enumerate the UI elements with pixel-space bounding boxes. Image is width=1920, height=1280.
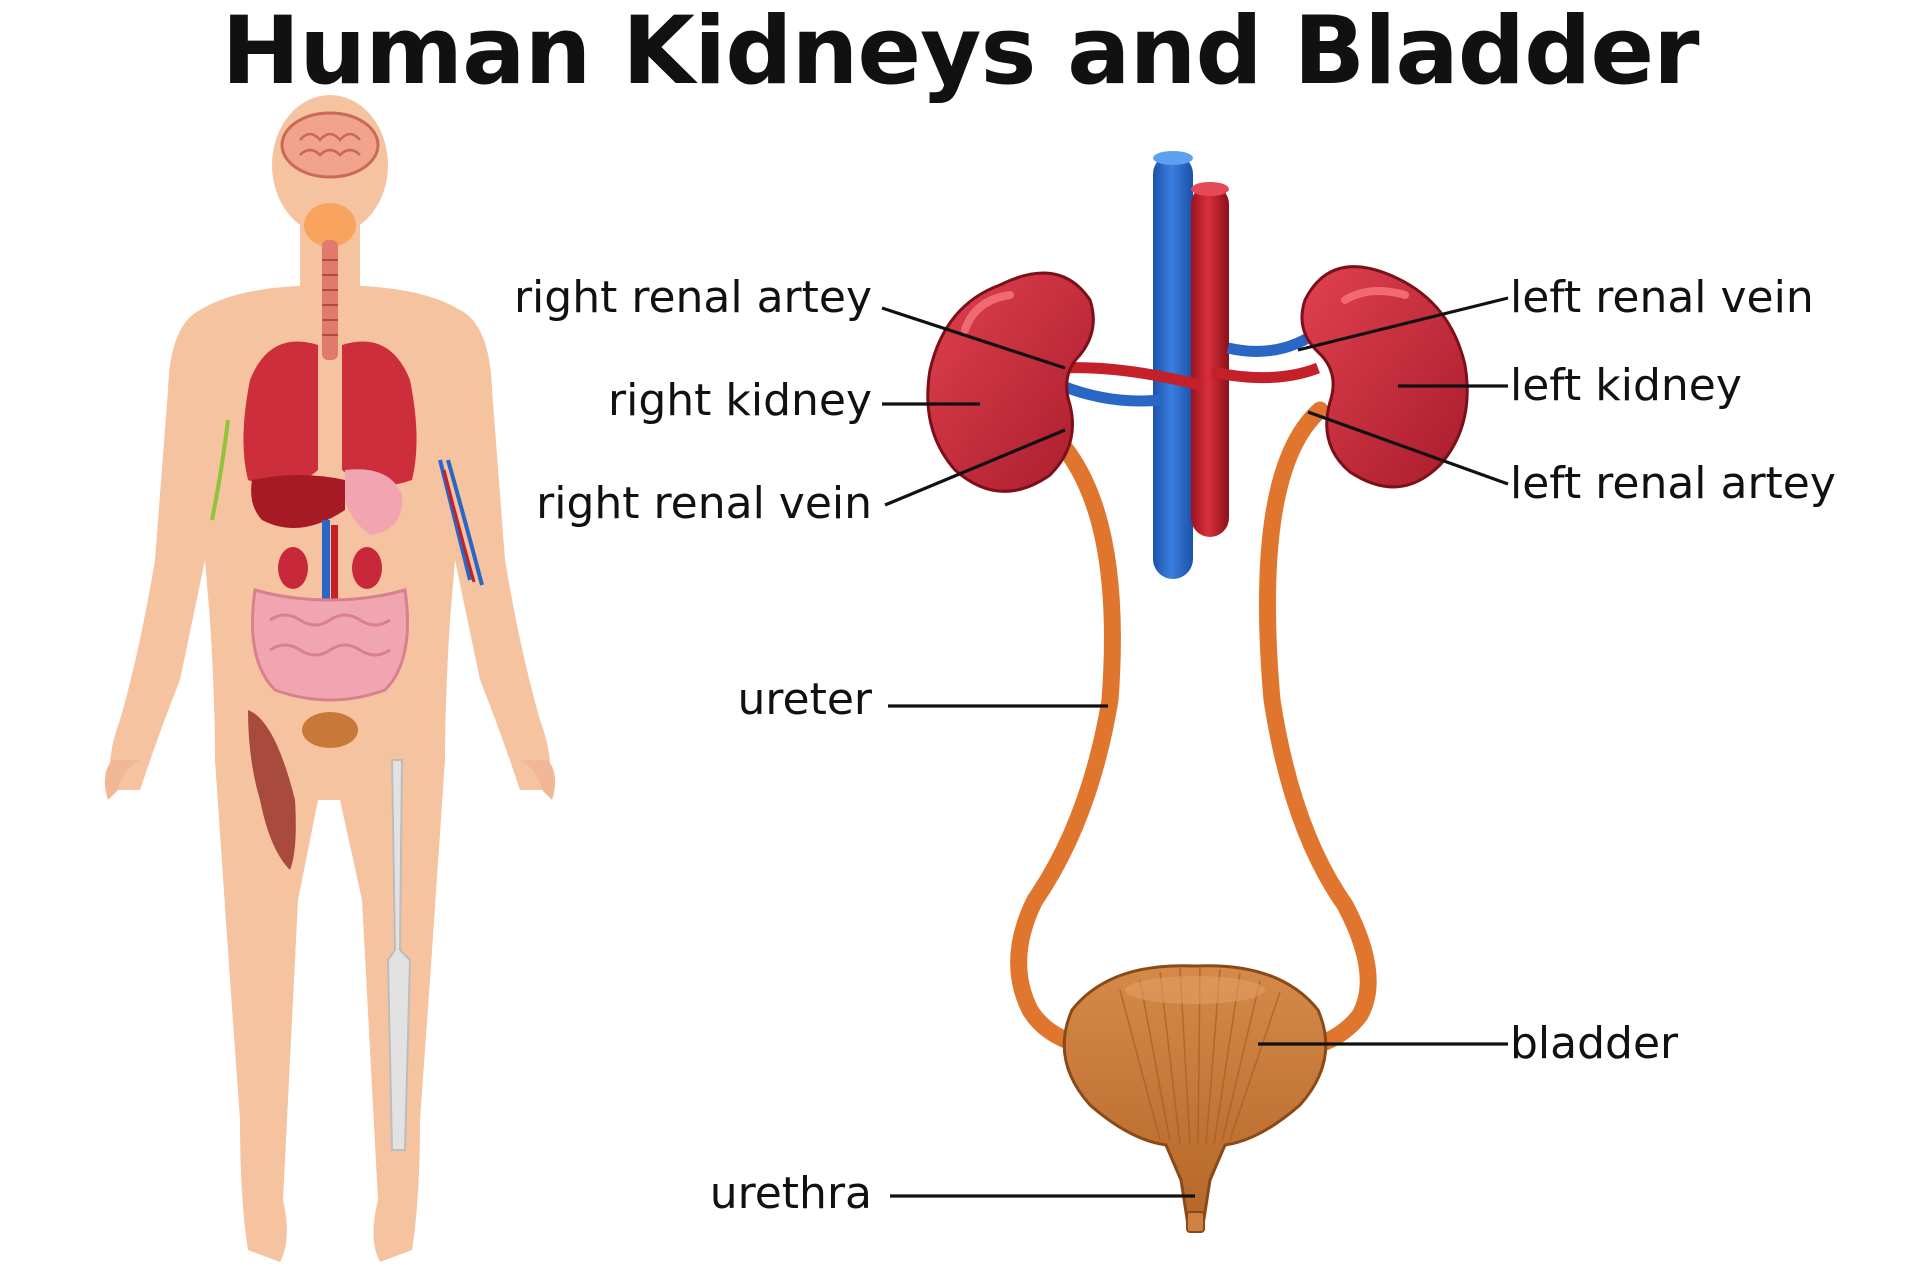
label-left-renal-vein: left renal vein xyxy=(1510,272,1814,323)
leader-right-renal-artery xyxy=(881,306,1066,370)
label-right-kidney: right kidney xyxy=(608,375,872,426)
left-kidney-organ xyxy=(1300,265,1469,489)
label-urethra: urethra xyxy=(710,1168,872,1219)
brain-organ xyxy=(280,111,380,179)
left-renal-artery-vessel xyxy=(1210,362,1321,384)
urethra-tube xyxy=(1186,1211,1205,1233)
label-left-kidney: left kidney xyxy=(1510,360,1742,411)
label-ureter: ureter xyxy=(738,674,873,725)
arm-nerve xyxy=(210,419,230,521)
label-right-renal-vein: right renal vein xyxy=(536,478,872,529)
label-right-renal-artery: right renal artey xyxy=(514,272,872,323)
leader-left-renal-artery xyxy=(1307,410,1509,486)
leg-muscle xyxy=(248,710,296,870)
aorta xyxy=(1191,185,1229,537)
leader-right-renal-vein xyxy=(884,428,1066,507)
intestines-organ xyxy=(251,588,409,702)
human-body-figure xyxy=(104,95,556,1262)
right-ureter xyxy=(1010,421,1121,1054)
label-left-renal-artery: left renal artey xyxy=(1510,458,1836,509)
right-renal-artery-vessel xyxy=(1059,362,1202,391)
small-kidney-right xyxy=(352,547,382,589)
urinary-system-diagram: right renal artey right kidney right ren… xyxy=(514,151,1836,1233)
throat-organ xyxy=(304,203,356,247)
leader-left-renal-vein xyxy=(1297,296,1509,352)
left-ureter xyxy=(1258,401,1377,1054)
label-bladder: bladder xyxy=(1510,1018,1679,1069)
liver-organ xyxy=(251,475,345,528)
leg-bone xyxy=(386,759,412,1151)
small-kidney-left xyxy=(278,547,308,589)
bladder-organ xyxy=(1062,964,1328,1227)
right-hand xyxy=(520,760,556,800)
page-title: Human Kidneys and Bladder xyxy=(221,0,1700,106)
trachea xyxy=(322,240,338,360)
inferior-vena-cava xyxy=(1153,154,1193,579)
stomach-organ xyxy=(345,469,403,535)
right-renal-vein-vessel xyxy=(1057,379,1161,407)
small-bladder xyxy=(302,712,358,748)
lungs-organ xyxy=(243,341,417,486)
left-hand xyxy=(104,760,140,800)
